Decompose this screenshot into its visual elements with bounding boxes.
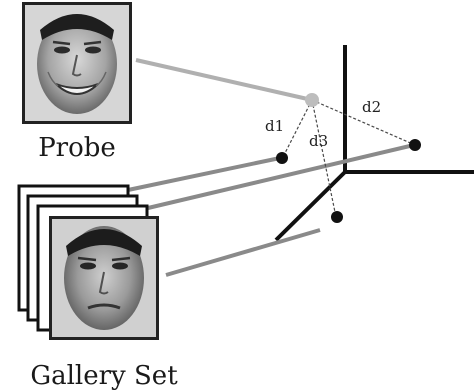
gallery-point-1 <box>276 152 288 164</box>
face-photo-icon <box>64 226 144 330</box>
distance-label-d3: d3 <box>309 132 328 150</box>
distance-label-d1: d1 <box>265 117 284 135</box>
distance-label-d2: d2 <box>362 98 381 116</box>
gallery-connector-3 <box>166 230 320 275</box>
probe-point <box>305 93 319 107</box>
distance-line-d1 <box>283 100 312 157</box>
probe-photo <box>22 2 132 124</box>
gallery-stack <box>19 186 159 340</box>
gallery-label: Gallery Set <box>30 361 178 391</box>
gallery-card-front <box>49 216 159 340</box>
gallery-point-3 <box>331 211 343 223</box>
depth-axis <box>276 172 345 240</box>
gallery-point-2 <box>409 139 421 151</box>
face-photo-icon <box>37 14 117 114</box>
gallery-connector-1 <box>128 158 280 190</box>
points <box>276 93 421 223</box>
probe-connector <box>136 60 312 100</box>
gallery-connectors <box>128 145 414 275</box>
probe-label: Probe <box>38 133 116 163</box>
coordinate-axes <box>276 45 474 240</box>
